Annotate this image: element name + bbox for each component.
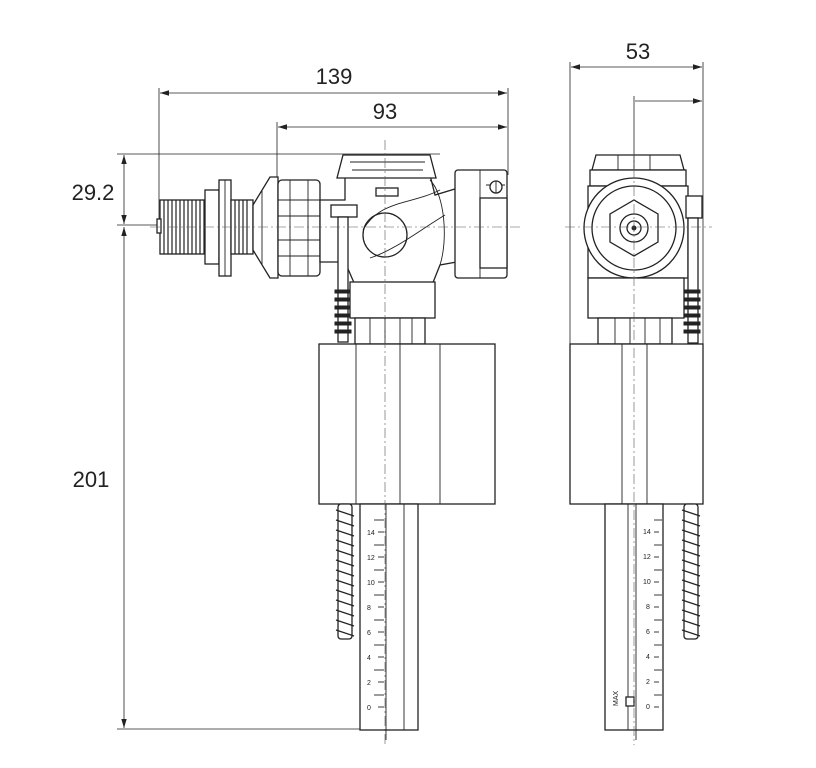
side-valve-stem bbox=[587, 277, 685, 345]
dimension-53-label: 53 bbox=[626, 39, 650, 64]
front-view: 14 12 10 8 6 4 2 0 bbox=[150, 140, 520, 745]
float-body bbox=[318, 343, 496, 505]
front-scale-label: 8 bbox=[367, 605, 371, 612]
union-nut bbox=[277, 179, 321, 277]
side-adjustment-screw bbox=[683, 195, 703, 344]
side-scale-label: 10 bbox=[643, 579, 651, 586]
front-spring bbox=[335, 503, 355, 640]
side-scale-label: 14 bbox=[643, 529, 651, 536]
dimension-53: 53 bbox=[569, 39, 704, 345]
side-scale-labels: 14 12 10 8 6 4 2 0 bbox=[643, 529, 651, 711]
side-scale-label: 2 bbox=[646, 679, 650, 686]
valve-stem bbox=[349, 281, 436, 345]
front-scale-labels: 14 12 10 8 6 4 2 0 bbox=[367, 530, 375, 712]
side-scale-max-marking: MAX bbox=[613, 691, 620, 707]
front-scale-label: 6 bbox=[367, 630, 371, 637]
conical-seal bbox=[252, 176, 279, 279]
mounting-nut bbox=[204, 179, 254, 277]
dimension-29-2: 29.2 bbox=[72, 153, 440, 226]
side-spring bbox=[681, 503, 701, 640]
front-scale-label: 4 bbox=[367, 655, 371, 662]
side-scale-window bbox=[625, 696, 635, 707]
dimension-139-label: 139 bbox=[316, 64, 353, 89]
dimension-139: 139 bbox=[158, 64, 509, 230]
dimension-201: 201 bbox=[73, 227, 385, 730]
side-scale-ticks bbox=[654, 519, 662, 708]
side-valve-head bbox=[583, 177, 689, 279]
front-scale-label: 0 bbox=[367, 705, 371, 712]
side-view: 14 12 10 8 6 4 2 0 MAX bbox=[565, 150, 712, 745]
front-scale-label: 2 bbox=[367, 680, 371, 687]
front-scale-label: 10 bbox=[367, 580, 375, 587]
dimension-93: 93 bbox=[276, 99, 507, 178]
dimension-29-2-label: 29.2 bbox=[72, 180, 115, 205]
side-float-body bbox=[569, 343, 704, 505]
front-scale-ticks bbox=[374, 519, 384, 708]
side-scale-label: 4 bbox=[646, 654, 650, 661]
dimension-93-label: 93 bbox=[373, 99, 397, 124]
side-scale-label: 12 bbox=[643, 554, 651, 561]
outlet-cap bbox=[454, 169, 508, 279]
front-scale-label: 14 bbox=[367, 530, 375, 537]
adjustment-screw bbox=[330, 204, 358, 343]
front-scale-label: 12 bbox=[367, 555, 375, 562]
side-scale-label: 8 bbox=[646, 604, 650, 611]
side-scale-label: 0 bbox=[646, 704, 650, 711]
dimension-201-label: 201 bbox=[73, 467, 110, 492]
side-scale-label: 6 bbox=[646, 629, 650, 636]
front-scale-tube: 14 12 10 8 6 4 2 0 bbox=[359, 503, 419, 740]
